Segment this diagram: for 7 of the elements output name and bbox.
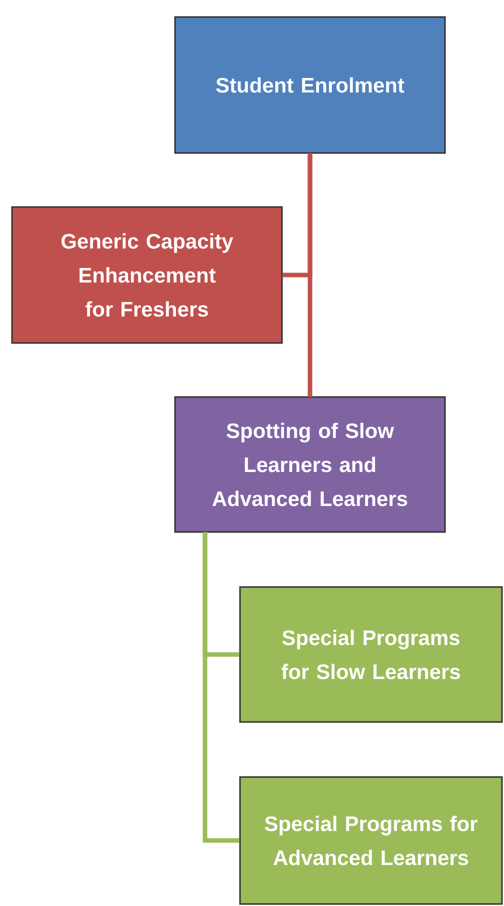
- connector-line: [202, 532, 240, 843]
- process-box: Generic Capacity Enhancement for Freshers: [11, 206, 283, 344]
- process-box: Student Enrolment: [174, 16, 446, 154]
- process-box: Spotting of Slow Learners and Advanced Learners: [174, 396, 446, 533]
- connector-line: [308, 153, 312, 397]
- process-box: Special Programs for Advanced Learners: [239, 776, 503, 905]
- process-box: Special Programs for Slow Learners: [239, 586, 503, 723]
